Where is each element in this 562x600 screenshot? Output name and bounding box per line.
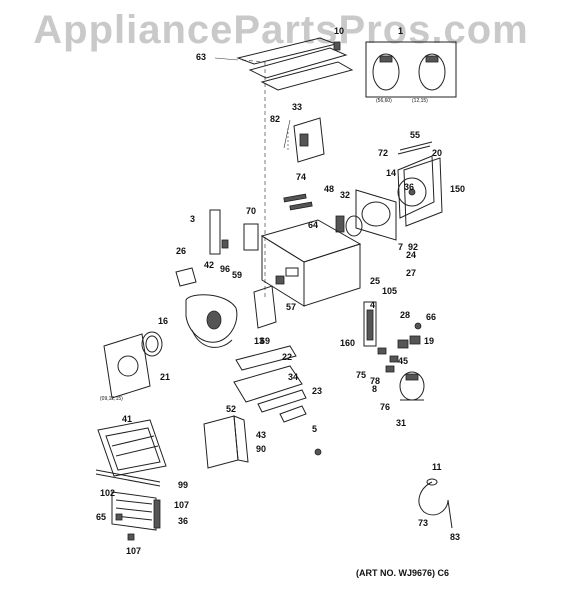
callout-3: 3 [190,214,195,224]
callout-26: 26 [176,246,186,256]
callout-7: 7 [398,242,403,252]
power-cord [418,478,453,529]
callout-41: 41 [122,414,132,424]
bracket-part-69 [253,285,277,329]
callout-24: 24 [406,250,416,260]
callout-78: 78 [370,376,380,386]
callout-8: 8 [372,384,377,394]
callout-90: 90 [256,444,266,454]
blower-wheel [141,331,163,357]
dashed-reference-line-top [241,59,266,63]
callout-52: 52 [226,404,236,414]
compressor-pair [365,41,457,98]
callout-14: 14 [386,168,396,178]
callout-70: 70 [246,206,256,216]
small-electrical-parts [377,322,422,373]
callout-42: 42 [204,260,214,270]
callout-45: 45 [398,356,408,366]
screw-part-10 [333,41,341,51]
callout-4: 4 [370,300,375,310]
strip-parts-74 [283,193,313,211]
model-size-label: (12,15) [412,98,428,104]
condenser-assembly [397,141,443,227]
model-size-label: (56,60) [376,98,392,104]
callout-21: 21 [160,372,170,382]
callout-13: 13 [254,336,264,346]
callout-107: 107 [174,500,189,510]
callout-28: 28 [400,310,410,320]
callout-32: 32 [340,190,350,200]
panel-part-33 [283,117,325,163]
small-fasteners [115,513,135,541]
callout-43: 43 [256,430,266,440]
callout-16: 16 [158,316,168,326]
callout-66: 66 [426,312,436,322]
callout-36: 36 [404,182,414,192]
bracket-parts-left [209,209,259,255]
blower-scroll [185,294,238,348]
square-part-26 [175,267,197,287]
callout-31: 31 [396,418,406,428]
evaporator-coil [111,491,161,531]
callout-5: 5 [312,424,317,434]
top-rail-part [214,37,354,91]
callout-160: 160 [340,338,355,348]
callout-73: 73 [418,518,428,528]
callout-63: 63 [196,52,206,62]
callout-19: 19 [424,336,434,346]
frame-part-52 [203,415,249,469]
callout-92: 92 [408,242,418,252]
callout-102: 102 [100,488,115,498]
callout-23: 23 [312,386,322,396]
callout-150: 150 [450,184,465,194]
callout-55: 55 [410,130,420,140]
callout-27: 27 [406,268,416,278]
callout-11: 11 [432,462,442,472]
watermark: AppliancePartsPros.com [33,8,529,52]
callout-105: 105 [382,286,397,296]
callout-72: 72 [378,148,388,158]
compressor-76 [399,371,425,401]
lower-strips [233,345,307,423]
callout-33: 33 [292,102,302,112]
callout-20: 20 [432,148,442,158]
callout-96: 96 [220,264,230,274]
strip-part-99 [95,469,161,487]
callout-48: 48 [324,184,334,194]
callout-76: 76 [380,402,390,412]
callout-36: 36 [178,516,188,526]
art-number-note: (ART NO. WJ9676) C6 [356,568,450,578]
callout-82: 82 [270,114,280,124]
bracket-part-4 [363,301,377,347]
panel-part-21 [103,333,151,399]
callout-59: 59 [232,270,242,280]
screw-part-5 [314,448,322,456]
fan-motor-assembly [335,189,397,241]
callout-83: 83 [450,532,460,542]
callout-107: 107 [126,546,141,556]
callout-25: 25 [370,276,380,286]
callout-34: 34 [288,372,298,382]
model-size-label: (09,12,15) [100,396,123,402]
callout-99: 99 [178,480,188,490]
front-grille [97,419,167,477]
callout-64: 64 [308,220,318,230]
callout-57: 57 [286,302,296,312]
callout-10: 10 [334,26,344,36]
chassis-base [260,219,362,307]
callout-22: 22 [282,352,292,362]
callout-1: 1 [398,26,403,36]
callout-74: 74 [296,172,306,182]
callout-69: 69 [260,336,270,346]
callout-65: 65 [96,512,106,522]
callout-75: 75 [356,370,366,380]
